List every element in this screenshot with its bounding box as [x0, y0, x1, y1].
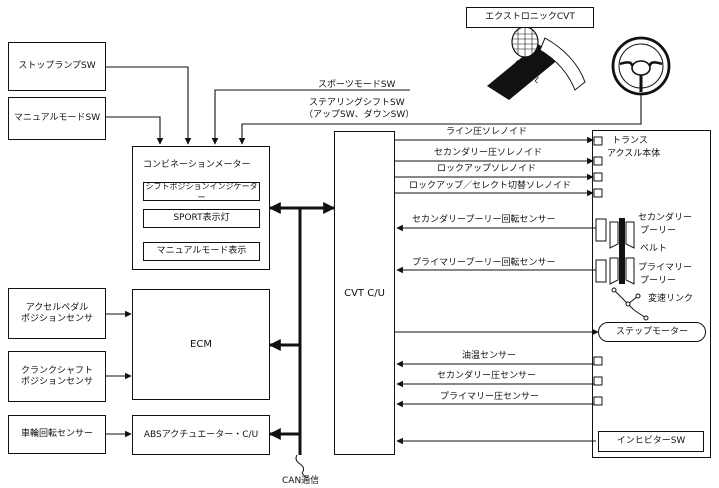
abs-unit-box: ABSアクチュエーター・C/U [132, 415, 270, 455]
steering-shift-sw-label: ステアリングシフトSW [309, 98, 405, 108]
output-label-line-pressure: ライン圧ソレノイド [446, 127, 528, 137]
sec-pulley-speed-sensor-label: セカンダリープーリー回転センサー [412, 215, 556, 225]
cvt-cu-box: CVT C/U [334, 131, 395, 455]
oil-temp-sensor-label: 油温センサー [462, 351, 517, 361]
abs-unit-label: ABSアクチュエーター・C/U [143, 429, 259, 440]
ecm-label: ECM [190, 339, 212, 350]
pri-pulley-label-line1: プライマリー [638, 263, 693, 273]
steering-shift-sw-sublabel: （アップSW、ダウンSW） [304, 110, 415, 120]
pulley-belt-icon [609, 218, 635, 285]
pri-pulley-label-line2: プーリー [640, 276, 677, 286]
accel-sensor-box: アクセルペダル ポジションセンサ [8, 288, 106, 339]
steering-wheel-icon [611, 36, 671, 96]
cvt-cu-label: CVT C/U [344, 287, 385, 299]
output-label-secondary-pressure: セカンダリー圧ソレノイド [434, 148, 543, 158]
sports-mode-sw-label: スポーツモードSW [318, 80, 396, 90]
manual-display-label: マニュアルモード表示 [156, 246, 247, 256]
manual-display-box: マニュアルモード表示 [143, 242, 260, 261]
inhibitor-sw-box: インヒビターSW [598, 431, 704, 452]
output-label-lockup: ロックアップソレノイド [437, 164, 537, 174]
manual-mode-sw-label: マニュアルモードSW [13, 113, 101, 123]
shift-link-label: 変速リンク [648, 294, 694, 304]
wheel-speed-sensor-box: 車輪回転センサー [8, 415, 106, 454]
belt-label: ベルト [640, 244, 668, 254]
shift-indicator-box: シフトポジションインジケーター [143, 181, 260, 202]
secondary-pressure-sensor-label: セカンダリー圧センサー [437, 371, 537, 381]
wheel-speed-sensor-label: 車輪回転センサー [20, 429, 93, 439]
crank-sensor-line1: クランクシャフト [20, 365, 93, 376]
sec-pulley-label-line2: プーリー [640, 226, 677, 236]
ecm-box: ECM [132, 289, 270, 400]
step-motor-box: ステップモーター [598, 322, 706, 342]
sport-lamp-box: SPORT表示灯 [143, 209, 260, 228]
combination-meter-title: コンビネーションメーター [143, 160, 251, 170]
accel-sensor-line1: アクセルペダル [25, 302, 89, 313]
step-motor-label: ステップモーター [615, 326, 688, 337]
shift-indicator-label: シフトポジションインジケーター [145, 181, 258, 202]
combination-meter-box: コンビネーションメーター シフトポジションインジケーター SPORT表示灯 マニ… [132, 146, 270, 270]
sec-pulley-label-line1: セカンダリー [638, 213, 693, 223]
sport-lamp-label: SPORT表示灯 [173, 213, 230, 223]
pri-pulley-speed-sensor-label: プライマリープーリー回転センサー [412, 258, 556, 268]
transaxle-label-line2: アクスル本体 [607, 149, 661, 159]
stop-lamp-sw-box: ストップランプSW [8, 42, 106, 91]
inhibitor-sw-label: インヒビターSW [616, 436, 686, 446]
stop-lamp-sw-label: ストップランプSW [18, 61, 96, 71]
xtronic-cvt-label-box: エクストロニックCVT [466, 7, 594, 28]
can-label: CAN通信 [282, 476, 320, 486]
shift-lever-icon [487, 26, 586, 100]
transaxle-label-line1: トランス [612, 136, 648, 146]
manual-mode-sw-box: マニュアルモードSW [8, 97, 106, 140]
crank-sensor-line2: ポジションセンサ [20, 376, 93, 387]
shift-link-icon [611, 287, 649, 321]
xtronic-cvt-label: エクストロニックCVT [485, 12, 575, 22]
primary-pressure-sensor-label: プライマリー圧センサー [440, 392, 540, 402]
output-label-lockup-select: ロックアップ／セレクト切替ソレノイド [409, 181, 572, 191]
transaxle-box [592, 130, 711, 458]
accel-sensor-line2: ポジションセンサ [20, 313, 93, 324]
crank-sensor-box: クランクシャフト ポジションセンサ [8, 351, 106, 402]
